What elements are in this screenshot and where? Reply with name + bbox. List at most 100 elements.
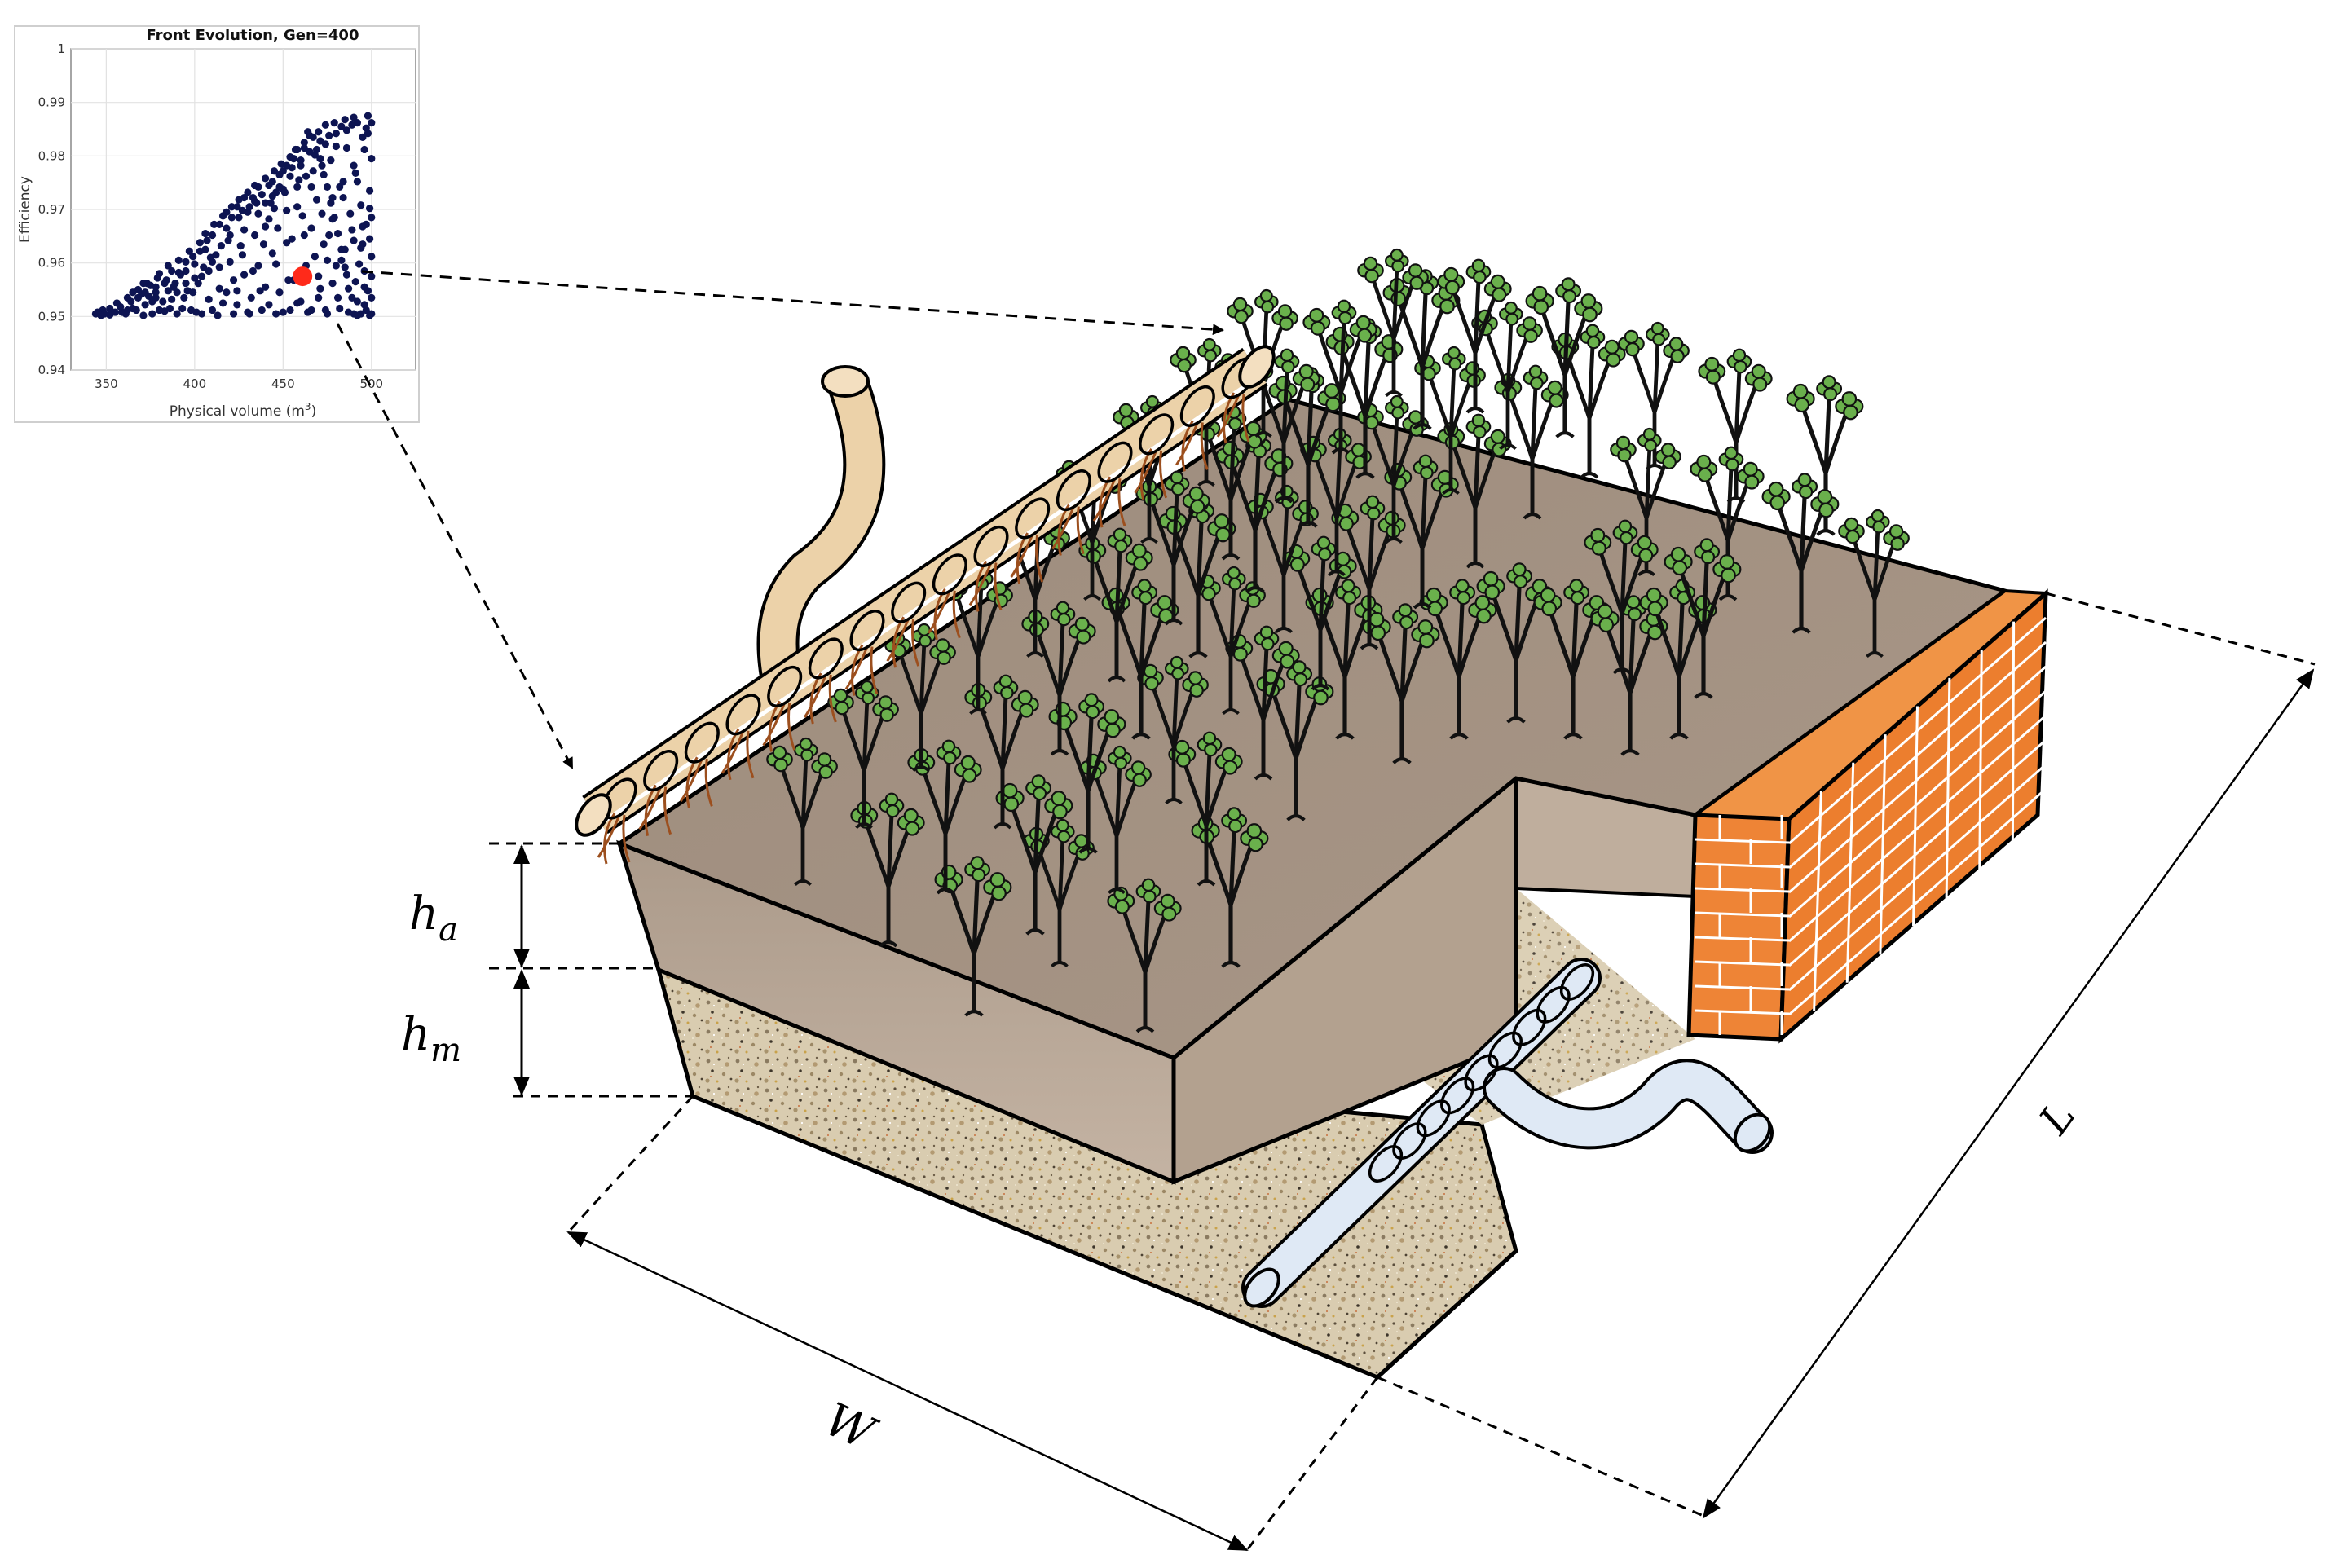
leaf xyxy=(1259,288,1273,302)
scatter-point xyxy=(283,206,291,214)
leaf-cluster xyxy=(1506,562,1533,589)
scatter-point xyxy=(139,280,148,288)
scatter-point xyxy=(223,208,231,216)
leaf-cluster xyxy=(872,695,899,722)
leaf xyxy=(1357,328,1373,343)
scatter-point xyxy=(153,274,161,282)
plant xyxy=(1362,603,1440,764)
stem xyxy=(897,642,944,769)
leaf xyxy=(1439,298,1455,315)
plant-base xyxy=(1413,422,1432,430)
leaf xyxy=(1084,693,1099,707)
y-tick-label: 0.98 xyxy=(38,148,65,163)
leaf xyxy=(1549,393,1564,408)
leaf xyxy=(772,745,787,760)
drain-ring xyxy=(1512,1008,1547,1046)
leaf xyxy=(1471,413,1486,428)
leaf xyxy=(1002,782,1018,799)
scatter-point xyxy=(312,196,321,204)
leaf xyxy=(1408,410,1423,425)
scatter-point xyxy=(268,192,276,200)
leaf xyxy=(1872,520,1886,534)
drain-ring xyxy=(1559,963,1595,1001)
leaf-cluster xyxy=(1182,486,1210,514)
leaf xyxy=(1052,804,1068,820)
leaf xyxy=(1355,315,1371,330)
scatter-point xyxy=(215,263,223,271)
plant-base xyxy=(1140,537,1158,544)
leaf xyxy=(1363,256,1378,271)
stem xyxy=(1427,365,1474,491)
scatter-point xyxy=(341,116,349,124)
scatter-point xyxy=(262,199,270,207)
stem xyxy=(1282,387,1333,524)
leaf xyxy=(1309,307,1324,323)
leaf xyxy=(1391,259,1405,273)
plant xyxy=(1191,807,1269,968)
plant xyxy=(1227,288,1298,438)
stem xyxy=(1148,490,1197,622)
leaf xyxy=(1638,548,1654,563)
leaf-cluster xyxy=(1816,375,1843,402)
leaf xyxy=(1204,742,1218,757)
plant-base xyxy=(1197,480,1215,487)
leaf xyxy=(1571,591,1585,606)
leaf xyxy=(1490,429,1505,444)
stem xyxy=(1450,278,1499,410)
plant xyxy=(1664,538,1742,699)
leaf-cluster xyxy=(1311,535,1337,562)
leaf-cluster xyxy=(1883,524,1910,551)
leaf-cluster xyxy=(983,872,1012,901)
plant xyxy=(1838,509,1910,658)
leaf-cluster xyxy=(1025,774,1052,801)
leaf-cluster xyxy=(794,737,818,762)
leaf xyxy=(1818,502,1834,518)
scatter-point xyxy=(342,143,350,152)
leaf xyxy=(1447,346,1461,359)
scatter-point xyxy=(311,253,319,261)
plant-base xyxy=(1188,650,1208,658)
leaf xyxy=(1171,482,1185,496)
leaf-cluster xyxy=(1639,587,1668,617)
plant-base xyxy=(1221,553,1241,561)
leaf-cluster xyxy=(1331,299,1357,325)
stem xyxy=(1093,764,1139,891)
ha-label-base: h xyxy=(409,888,439,940)
leaf xyxy=(1650,321,1664,335)
scatter-point xyxy=(288,235,296,243)
leaf xyxy=(1227,807,1241,821)
scatter-point xyxy=(359,240,367,249)
leaf xyxy=(1298,363,1314,379)
leaf xyxy=(1325,396,1341,412)
leaf xyxy=(1399,615,1414,630)
plant-base xyxy=(1083,594,1101,601)
scatter-point xyxy=(208,231,217,240)
leaf xyxy=(1660,443,1676,457)
plant-base xyxy=(969,708,987,716)
leaf-cluster xyxy=(1637,427,1662,452)
stem xyxy=(1260,504,1307,630)
plant-base xyxy=(1816,528,1836,536)
leaf-cluster xyxy=(954,755,982,783)
scatter-point xyxy=(256,287,264,295)
scatter-point xyxy=(238,206,247,214)
leaf xyxy=(817,752,832,767)
leaf xyxy=(1871,509,1884,522)
leaf xyxy=(1342,591,1357,606)
scatter-point xyxy=(327,156,335,165)
leaf xyxy=(1051,791,1067,806)
leaf xyxy=(1188,486,1204,501)
leaf-cluster xyxy=(1414,354,1441,381)
scatter-point xyxy=(238,251,247,259)
leaf xyxy=(886,804,900,818)
leaf xyxy=(1670,546,1686,562)
pipe-ring xyxy=(891,581,927,623)
scatter-point xyxy=(368,293,376,302)
leaf xyxy=(1189,683,1204,698)
scatter-point xyxy=(236,242,245,250)
leaf-cluster xyxy=(1465,413,1492,439)
leaf-cluster xyxy=(1207,513,1236,543)
scatter-point xyxy=(275,288,284,297)
leaf-cluster xyxy=(1286,660,1313,687)
plant-base xyxy=(1165,798,1183,805)
